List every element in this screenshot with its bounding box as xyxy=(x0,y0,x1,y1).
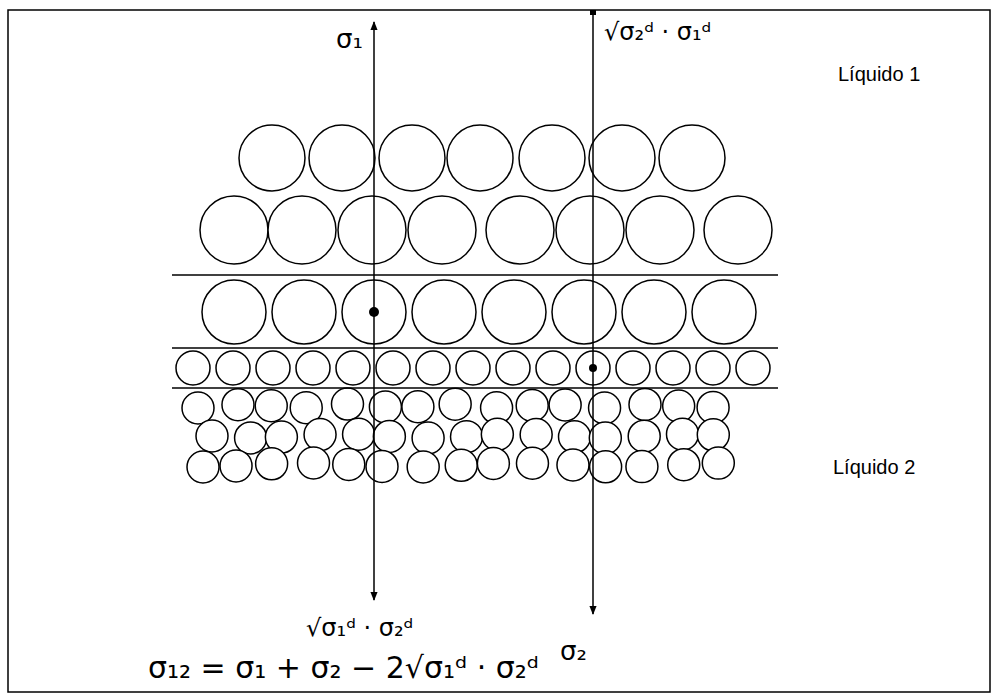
molecule-circle xyxy=(338,196,406,264)
molecule-circle xyxy=(626,196,694,264)
molecule-circle xyxy=(482,280,546,344)
molecule-circle xyxy=(692,280,756,344)
molecule-circle xyxy=(216,351,250,385)
molecule-circle xyxy=(416,351,450,385)
molecule-dot xyxy=(589,364,597,372)
force-arrow xyxy=(592,12,594,614)
molecule-circle xyxy=(622,280,686,344)
molecule-circle xyxy=(239,125,305,191)
frame xyxy=(8,10,990,692)
molecule-circle xyxy=(376,351,410,385)
molecule-circle xyxy=(373,420,405,452)
molecule-circle xyxy=(256,448,288,480)
molecule-circle xyxy=(187,451,219,483)
molecule-circle xyxy=(516,389,548,421)
molecule-circle xyxy=(629,388,661,420)
molecule-circle xyxy=(272,280,336,344)
molecule-circle xyxy=(481,418,513,450)
dispersive-term: √σ₁ᵈ · σ₂ᵈ xyxy=(306,614,413,643)
molecule-circle xyxy=(343,418,375,450)
molecule-circle xyxy=(309,125,375,191)
layer-line xyxy=(172,387,778,389)
molecule-circle xyxy=(407,451,439,483)
molecule-circle xyxy=(736,351,770,385)
molecule-circle xyxy=(628,420,660,452)
surface-tension-symbol: σ₁ xyxy=(336,24,363,55)
molecule-circle xyxy=(235,422,267,454)
molecule-circle xyxy=(519,125,585,191)
molecule-circle xyxy=(656,351,690,385)
molecule-circle xyxy=(520,418,552,450)
molecule-circle xyxy=(451,421,483,453)
layer-line xyxy=(172,347,778,349)
molecule-circle xyxy=(439,388,471,420)
molecule-circle xyxy=(379,125,445,191)
liquid-label: Líquido 2 xyxy=(833,455,915,479)
molecule-circle xyxy=(549,389,581,421)
molecule-circle xyxy=(412,422,444,454)
molecule-dot xyxy=(369,307,379,317)
molecule-circle xyxy=(590,451,622,483)
molecule-circle xyxy=(268,196,336,264)
molecule-circle xyxy=(477,447,509,479)
molecule-circle xyxy=(659,125,725,191)
molecule-circle xyxy=(616,351,650,385)
molecule-circle xyxy=(298,447,330,479)
molecule-circle xyxy=(296,351,330,385)
molecule-circle xyxy=(496,351,530,385)
molecule-circle xyxy=(486,196,554,264)
dispersive-term: √σ₂ᵈ · σ₁ᵈ xyxy=(604,18,711,47)
molecule-circle xyxy=(702,447,734,479)
molecule-circle xyxy=(255,390,287,422)
molecule-circle xyxy=(304,419,336,451)
molecule-circle xyxy=(666,418,698,450)
molecule-circle xyxy=(557,449,589,481)
molecule-circle xyxy=(556,196,624,264)
molecule-circle xyxy=(331,388,363,420)
molecule-circle xyxy=(336,351,370,385)
surface-tension-symbol: σ₂ xyxy=(560,636,587,667)
molecule-circle xyxy=(704,196,772,264)
molecule-circle xyxy=(196,420,228,452)
molecule-circles xyxy=(176,125,772,483)
liquid-label: Líquido 1 xyxy=(838,62,920,86)
molecule-circle xyxy=(589,125,655,191)
molecule-circle xyxy=(589,422,621,454)
molecule-circle xyxy=(412,280,476,344)
molecule-circle xyxy=(663,390,695,422)
molecule-circle xyxy=(445,449,477,481)
molecule-circle xyxy=(626,451,658,483)
interfacial-tension-formula: σ₁₂ = σ₁ + σ₂ − 2√σ₁ᵈ · σ₂ᵈ xyxy=(148,650,539,686)
molecule-circle xyxy=(176,351,210,385)
molecule-circle xyxy=(202,280,266,344)
molecule-circle xyxy=(516,447,548,479)
molecule-circle xyxy=(256,351,290,385)
layer-line xyxy=(172,274,778,276)
molecule-circle xyxy=(200,196,268,264)
molecule-circle xyxy=(696,351,730,385)
molecule-circle xyxy=(552,280,616,344)
molecule-circle xyxy=(402,391,434,423)
molecule-circle xyxy=(536,351,570,385)
molecule-circle xyxy=(668,449,700,481)
molecule-circle xyxy=(697,419,729,451)
molecule-circle xyxy=(222,389,254,421)
molecule-circle xyxy=(220,450,252,482)
molecule-circle xyxy=(408,196,476,264)
molecule-circle xyxy=(182,392,214,424)
molecule-circle xyxy=(366,450,398,482)
molecule-circle xyxy=(559,421,591,453)
molecule-circle xyxy=(456,351,490,385)
molecule-circle xyxy=(333,448,365,480)
molecule-circle xyxy=(447,125,513,191)
